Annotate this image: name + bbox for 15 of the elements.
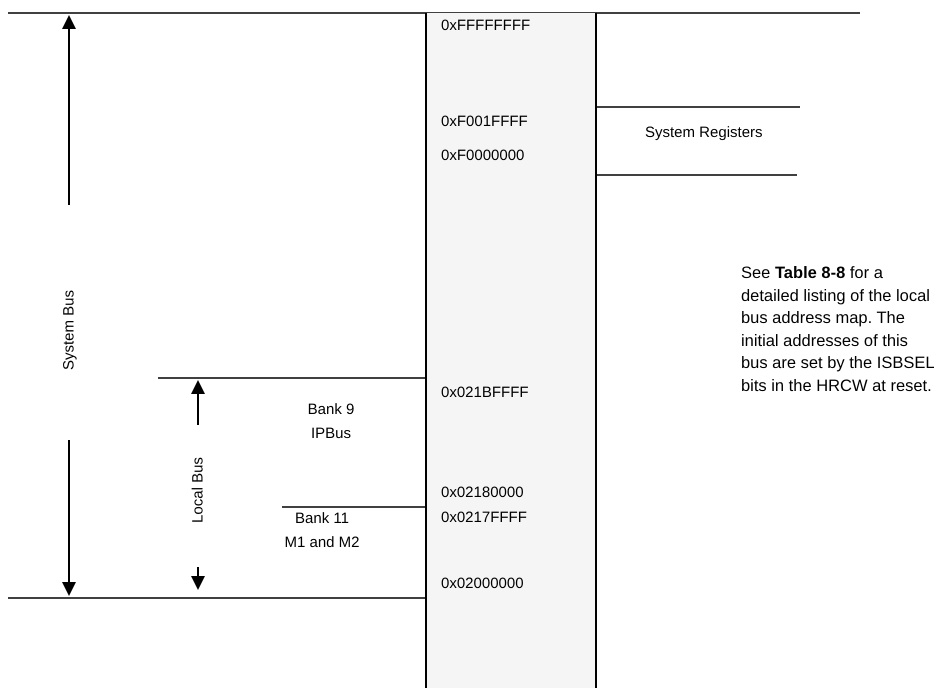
- memory-region: [425, 598, 597, 688]
- address-label: 0xFFFFFFFF: [441, 17, 530, 34]
- address-label: 0x021BFFFF: [441, 384, 529, 401]
- region-name: System Registers: [645, 123, 764, 143]
- bank-label: Bank 9 IPBus: [306, 400, 356, 444]
- address-label: 0x02180000: [441, 484, 524, 501]
- memory-region: [425, 13, 597, 107]
- address-label: 0x02000000: [441, 575, 524, 592]
- address-label: 0xF001FFFF: [441, 113, 528, 130]
- bank-label: Bank 11 M1 and M2: [283, 509, 361, 553]
- note-text: See Table 8-8 for a detailed listing of the local bus address map. The initial addresses of this bus are set by the ISBSEL bits in the HRCW at reset.: [741, 263, 935, 396]
- address-label: 0xF0000000: [441, 147, 524, 164]
- bus-label: System Bus: [60, 290, 78, 370]
- bus-label: Local Bus: [190, 457, 206, 523]
- address-label: 0x0217FFFF: [441, 509, 527, 526]
